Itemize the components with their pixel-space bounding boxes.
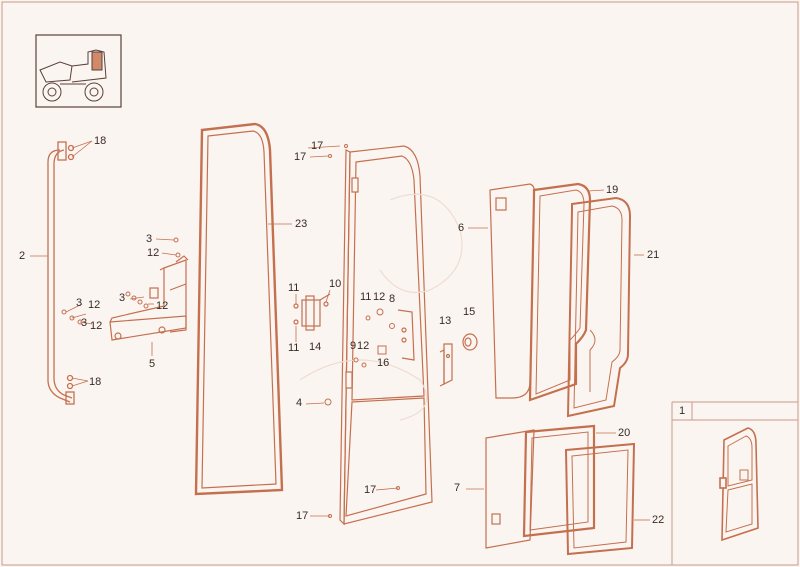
- dumper-icon: [35, 34, 122, 108]
- door-seal: [194, 122, 284, 496]
- part-number-7: 7: [454, 482, 461, 494]
- part-number-18: 18: [89, 376, 102, 388]
- part-number-22: 22: [652, 514, 665, 526]
- part-number-12: 12: [156, 300, 169, 312]
- part-number-5: 5: [149, 358, 156, 370]
- part-number-9: 9: [350, 340, 357, 352]
- part-number-17: 17: [296, 510, 309, 522]
- lower-window-frame: [564, 442, 636, 556]
- part-number-11: 11: [288, 282, 300, 294]
- door-bracket: [109, 255, 189, 341]
- part-number-1: 1: [679, 405, 686, 417]
- part-number-12: 12: [147, 247, 160, 259]
- part-number-15: 15: [463, 306, 476, 318]
- part-number-12: 12: [90, 320, 103, 332]
- part-number-8: 8: [389, 293, 396, 305]
- part-number-17: 17: [294, 151, 307, 163]
- door-hinge: [293, 293, 331, 331]
- door-knob: [462, 333, 478, 351]
- lower-window-glass: [485, 429, 535, 549]
- bracket-fasteners: [61, 237, 181, 325]
- part-number-11: 11: [360, 291, 372, 303]
- part-number-3: 3: [119, 292, 126, 304]
- part-number-14: 14: [309, 341, 322, 353]
- part-number-3: 3: [146, 233, 153, 245]
- part-number-20: 20: [618, 427, 631, 439]
- part-number-16: 16: [377, 357, 390, 369]
- part-number-2: 2: [19, 250, 26, 262]
- part-number-4: 4: [296, 397, 303, 409]
- part-number-11: 11: [288, 342, 300, 354]
- part-number-6: 6: [458, 222, 465, 234]
- part-number-17: 17: [364, 484, 377, 496]
- part-number-21: 21: [647, 249, 660, 261]
- part-number-17: 17: [311, 140, 324, 152]
- grab-handle: [47, 141, 75, 405]
- lower-window-seal: [522, 424, 596, 538]
- part-number-12: 12: [88, 299, 101, 311]
- part-number-12: 12: [357, 340, 370, 352]
- part-number-18: 18: [94, 135, 107, 147]
- part-number-3: 3: [76, 297, 83, 309]
- watermark: [299, 193, 463, 421]
- part-number-19: 19: [606, 184, 619, 196]
- part-number-13: 13: [439, 315, 452, 327]
- door-frame: [339, 145, 433, 526]
- part-number-23: 23: [295, 218, 308, 230]
- door-handle: [439, 343, 453, 387]
- part-number-3: 3: [81, 317, 88, 329]
- leader-lines: [30, 140, 650, 521]
- upper-window-frame: [566, 196, 632, 418]
- upper-window-seal: [528, 182, 592, 402]
- inset-panel: [671, 401, 798, 565]
- cab-door-icon: [719, 427, 759, 542]
- door-fasteners: [324, 144, 400, 518]
- part-number-10: 10: [329, 278, 342, 290]
- upper-window-glass: [489, 183, 536, 399]
- part-number-12: 12: [373, 291, 386, 303]
